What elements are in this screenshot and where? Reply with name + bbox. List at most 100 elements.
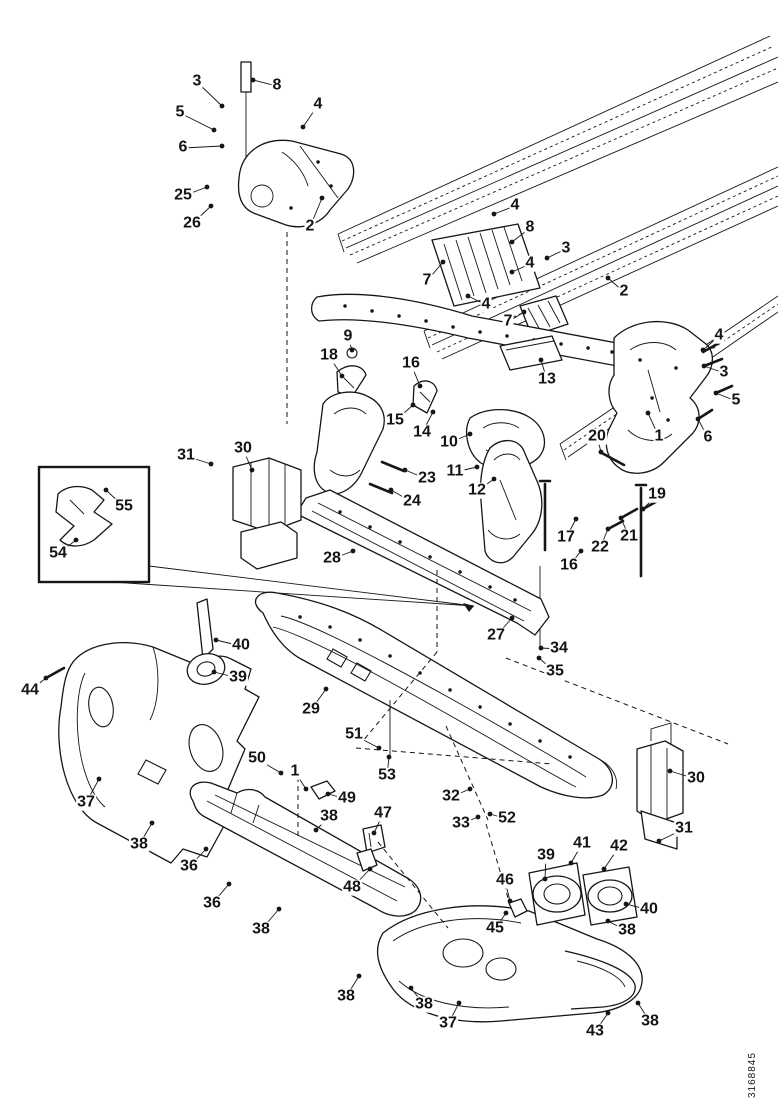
gusset-13 (499, 335, 563, 371)
bracket-1-outline (605, 320, 714, 474)
assembly-dashes (297, 570, 729, 929)
fastener-point (536, 655, 542, 661)
bolt-12 (634, 483, 648, 578)
bracket-46 (508, 898, 528, 918)
bracket-2-bolt-holes (289, 160, 333, 210)
leader-line (450, 788, 471, 798)
fastener-point (211, 127, 217, 133)
fastener-point (319, 195, 325, 201)
bracket-17-detail (487, 453, 521, 540)
fastener-point (43, 675, 49, 681)
lower-bumper-hole-a (442, 938, 484, 968)
leader-line (426, 261, 444, 282)
horn-bracket (313, 391, 385, 495)
fastener-point (467, 431, 473, 437)
fastener-point (487, 811, 493, 817)
end-bracket-lines (650, 722, 672, 819)
fastener-point (303, 786, 309, 792)
leader-line (454, 466, 478, 473)
rail-lines (337, 35, 778, 458)
bracket-30-lines (250, 458, 286, 532)
face-bar-contours (272, 615, 618, 790)
leader-line (421, 411, 434, 434)
leader-line (196, 81, 223, 107)
fastener-point (349, 347, 355, 353)
inset-pointer-lines (111, 565, 475, 607)
leader-line (179, 112, 215, 131)
fastener-point (509, 239, 515, 245)
bracket-7-hatch (443, 226, 523, 301)
leader-line (191, 205, 212, 225)
fastener-point (605, 526, 611, 532)
bracket-47 (362, 824, 386, 854)
fastener-point (367, 866, 373, 872)
fastener-point (149, 820, 155, 826)
upper-crossmember-9 (310, 293, 650, 372)
sheet-number: 3168845 (747, 1052, 758, 1098)
leader-line (328, 355, 343, 377)
leader-line (620, 517, 630, 538)
pin-8 (240, 61, 252, 93)
bracket-1-bolts (696, 341, 734, 421)
fastener-point (507, 898, 513, 904)
leader-line (215, 639, 242, 647)
fastener-point (204, 184, 210, 190)
leader-line (105, 489, 125, 508)
leader-line (460, 816, 479, 825)
leader-line (182, 145, 223, 149)
leader-line (603, 846, 620, 870)
leader-line (568, 550, 582, 567)
right-end-bracket-30 (636, 722, 684, 850)
leader-line (327, 793, 348, 800)
tow-hook-bracket-assembly (237, 61, 355, 424)
inset-pointer-arrow (463, 603, 474, 612)
bolt-20 (598, 450, 626, 467)
fastener-point (605, 275, 611, 281)
fastener-point (542, 876, 548, 882)
leader-line (715, 392, 737, 402)
fastener-point (250, 77, 256, 83)
fastener-point (313, 827, 319, 833)
leader-line (607, 920, 628, 932)
fog-lamp-bezels (508, 862, 638, 926)
bracket-1-detail (627, 342, 677, 441)
inset-box (37, 465, 151, 584)
valance-outline (189, 781, 422, 917)
fastener-point (417, 383, 423, 389)
fastener-point (509, 615, 515, 621)
fastener-point (544, 255, 550, 261)
face-bar-rivets (298, 615, 572, 759)
fastener-point (640, 506, 646, 512)
end-bracket-flange (640, 810, 678, 850)
fastener-point (491, 476, 497, 482)
bezel-ring-left (532, 875, 582, 913)
bolt-11 (538, 479, 552, 552)
bezel-ring-left-inner (543, 883, 571, 905)
fastener-point (276, 906, 282, 912)
fastener-point (213, 637, 219, 643)
bracket-7b-hatch (527, 300, 561, 331)
bracket-2-outline (237, 139, 355, 228)
leader-line (294, 771, 307, 790)
fastener-point (538, 357, 544, 363)
bracket-30-lower (240, 521, 298, 570)
leader-line (211, 883, 230, 905)
leader-line (507, 311, 525, 323)
fastener-point (219, 143, 225, 149)
leader-line (599, 528, 609, 549)
leader-line (390, 489, 413, 503)
leader-line (345, 975, 360, 998)
leader-line (260, 908, 280, 931)
ring-39-left (186, 653, 226, 685)
fastener-point (635, 1000, 641, 1006)
fastener-point (538, 645, 544, 651)
fastener-point (509, 269, 515, 275)
inner-bumper-hole-b (88, 686, 114, 728)
face-bar-outline (255, 591, 613, 799)
fastener-point (598, 449, 604, 455)
fastener-point (371, 830, 377, 836)
fastener-point (521, 309, 527, 315)
brace-16-detail (419, 391, 431, 403)
fastener-point (339, 373, 345, 379)
